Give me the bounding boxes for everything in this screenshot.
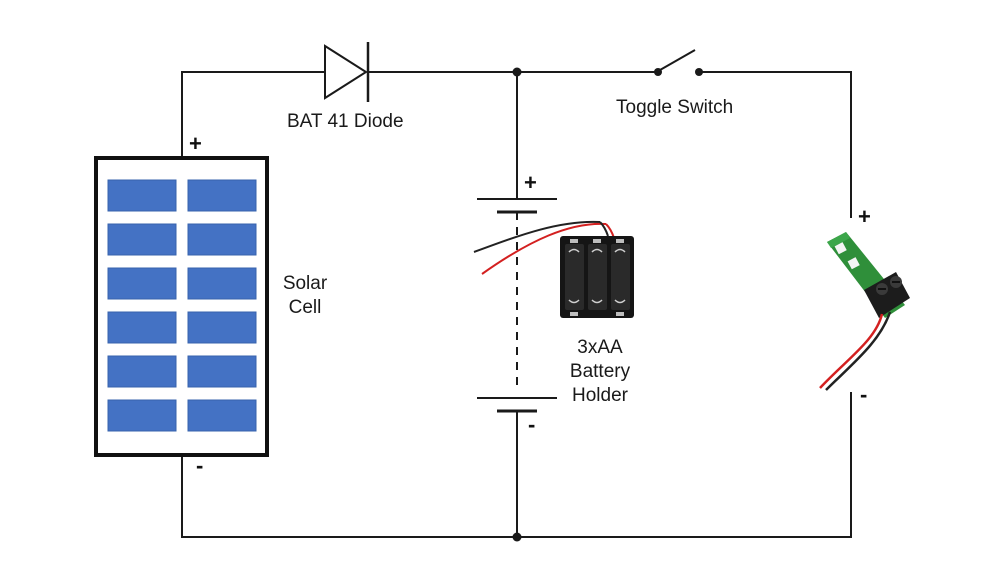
solar-label-line2: Cell [288,297,322,318]
battery-label-line3: Holder [572,385,628,406]
battery-holder-icon [560,236,634,318]
junction-dot-bottom [512,532,522,542]
toggle-switch-symbol [654,49,703,76]
solar-minus-sign: - [196,453,204,478]
wire-solar-to-diode [181,71,325,158]
junction-dot-top [512,67,522,77]
solar-cell-label: Solar Cell [277,272,333,320]
battery-holder-leads [473,220,615,275]
battery-label-line1: 3xAA [577,337,623,358]
solar-cell-panel [94,156,269,457]
load-minus-sign: - [860,382,868,407]
battery-plus-sign: + [524,170,537,195]
solar-plus-sign: + [189,131,202,156]
switch-label: Toggle Switch [616,97,734,118]
battery-holder-label: 3xAA Battery Holder [560,336,640,408]
solar-label-line1: Solar [282,273,328,294]
battery-minus-sign: - [528,412,536,437]
wire-switch-to-load [700,71,852,218]
diode-label: BAT 41 Diode [287,111,404,132]
battery-symbol [477,198,557,413]
battery-label-line2: Battery [569,361,631,382]
led-board-icon [819,232,910,391]
load-plus-sign: + [858,204,871,229]
diode-symbol [324,42,370,102]
